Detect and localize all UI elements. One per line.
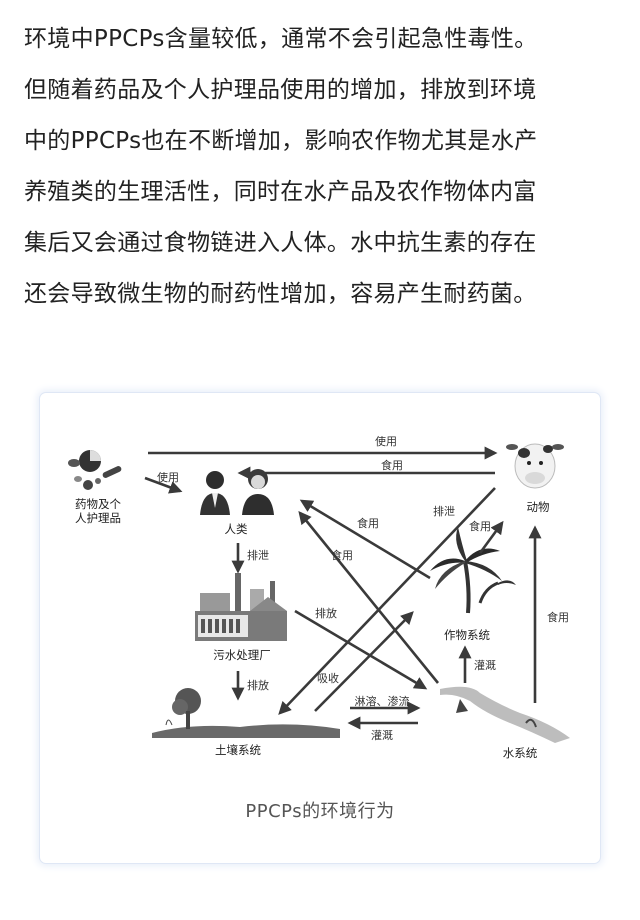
- arrow-water-humans: [298, 510, 440, 684]
- ppcp-flow-diagram: [68, 443, 570, 743]
- arrow-ppcp-humans: [144, 476, 183, 494]
- article-line: 环境中PPCPs含量较低，通常不会引起急性毒性。: [24, 26, 538, 52]
- arrow-sewage-water: [294, 609, 428, 690]
- palm-tree-icon: [430, 527, 516, 614]
- crops-label: 作物系统: [444, 628, 490, 642]
- river-icon: [440, 686, 570, 743]
- figure-caption: PPCPs的环境行为: [245, 801, 395, 822]
- soil-icon: [152, 688, 340, 738]
- edge-label: 灌溉: [371, 729, 393, 742]
- article-text: 环境中PPCPs含量较低，通常不会引起急性毒性。 但随着药品及个人护理品使用的增…: [24, 14, 624, 320]
- arrow-crops-humans: [299, 499, 431, 580]
- figure-card: 药物及个 人护理品 人类 动物 污水处理厂 作物系统 土壤系统 水系统 使用 使…: [40, 393, 600, 863]
- people-icon: [200, 469, 274, 515]
- article-line: 还会导致微生物的耐药性增加，容易产生耐药菌。: [24, 281, 537, 307]
- factory-icon: [195, 573, 287, 641]
- edge-label: 排泄: [433, 505, 455, 518]
- arrow-crops-animals: [478, 520, 504, 554]
- edge-label: 灌溉: [474, 659, 496, 672]
- edge-label: 吸收: [317, 672, 339, 685]
- humans-label: 人类: [224, 522, 248, 536]
- edge-label: 使用: [375, 435, 397, 448]
- edge-label: 食用: [469, 520, 491, 533]
- animals-label: 动物: [526, 500, 550, 514]
- arrow-animals-soil: [278, 487, 496, 715]
- soil-label: 土壤系统: [215, 743, 261, 757]
- edge-label: 淋溶、渗流: [354, 695, 410, 708]
- flow-arrows: [144, 446, 542, 730]
- arrow-soil-crops: [314, 611, 414, 712]
- edge-label: 食用: [357, 517, 379, 530]
- article-line: 中的PPCPs也在不断增加，影响农作物尤其是水产: [24, 128, 538, 154]
- article-line: 但随着药品及个人护理品使用的增加，排放到环境: [24, 77, 537, 103]
- edge-label: 排放: [315, 607, 337, 620]
- edge-label: 食用: [381, 459, 403, 472]
- edge-label: 使用: [157, 471, 179, 484]
- ppcp-label: 药物及个 人护理品: [75, 497, 121, 525]
- article-line: 养殖类的生理活性，同时在水产品及农作物体内富: [24, 179, 537, 205]
- edge-label: 排放: [247, 679, 269, 692]
- edge-label: 食用: [547, 611, 569, 624]
- pills-icon: [68, 450, 122, 490]
- cow-icon: [506, 443, 564, 489]
- article-line: 集后又会通过食物链进入人体。水中抗生素的存在: [24, 230, 537, 256]
- edge-label: 排泄: [247, 549, 269, 562]
- water-label: 水系统: [502, 746, 538, 760]
- edge-label: 食用: [331, 549, 353, 562]
- sewage-label: 污水处理厂: [213, 648, 271, 662]
